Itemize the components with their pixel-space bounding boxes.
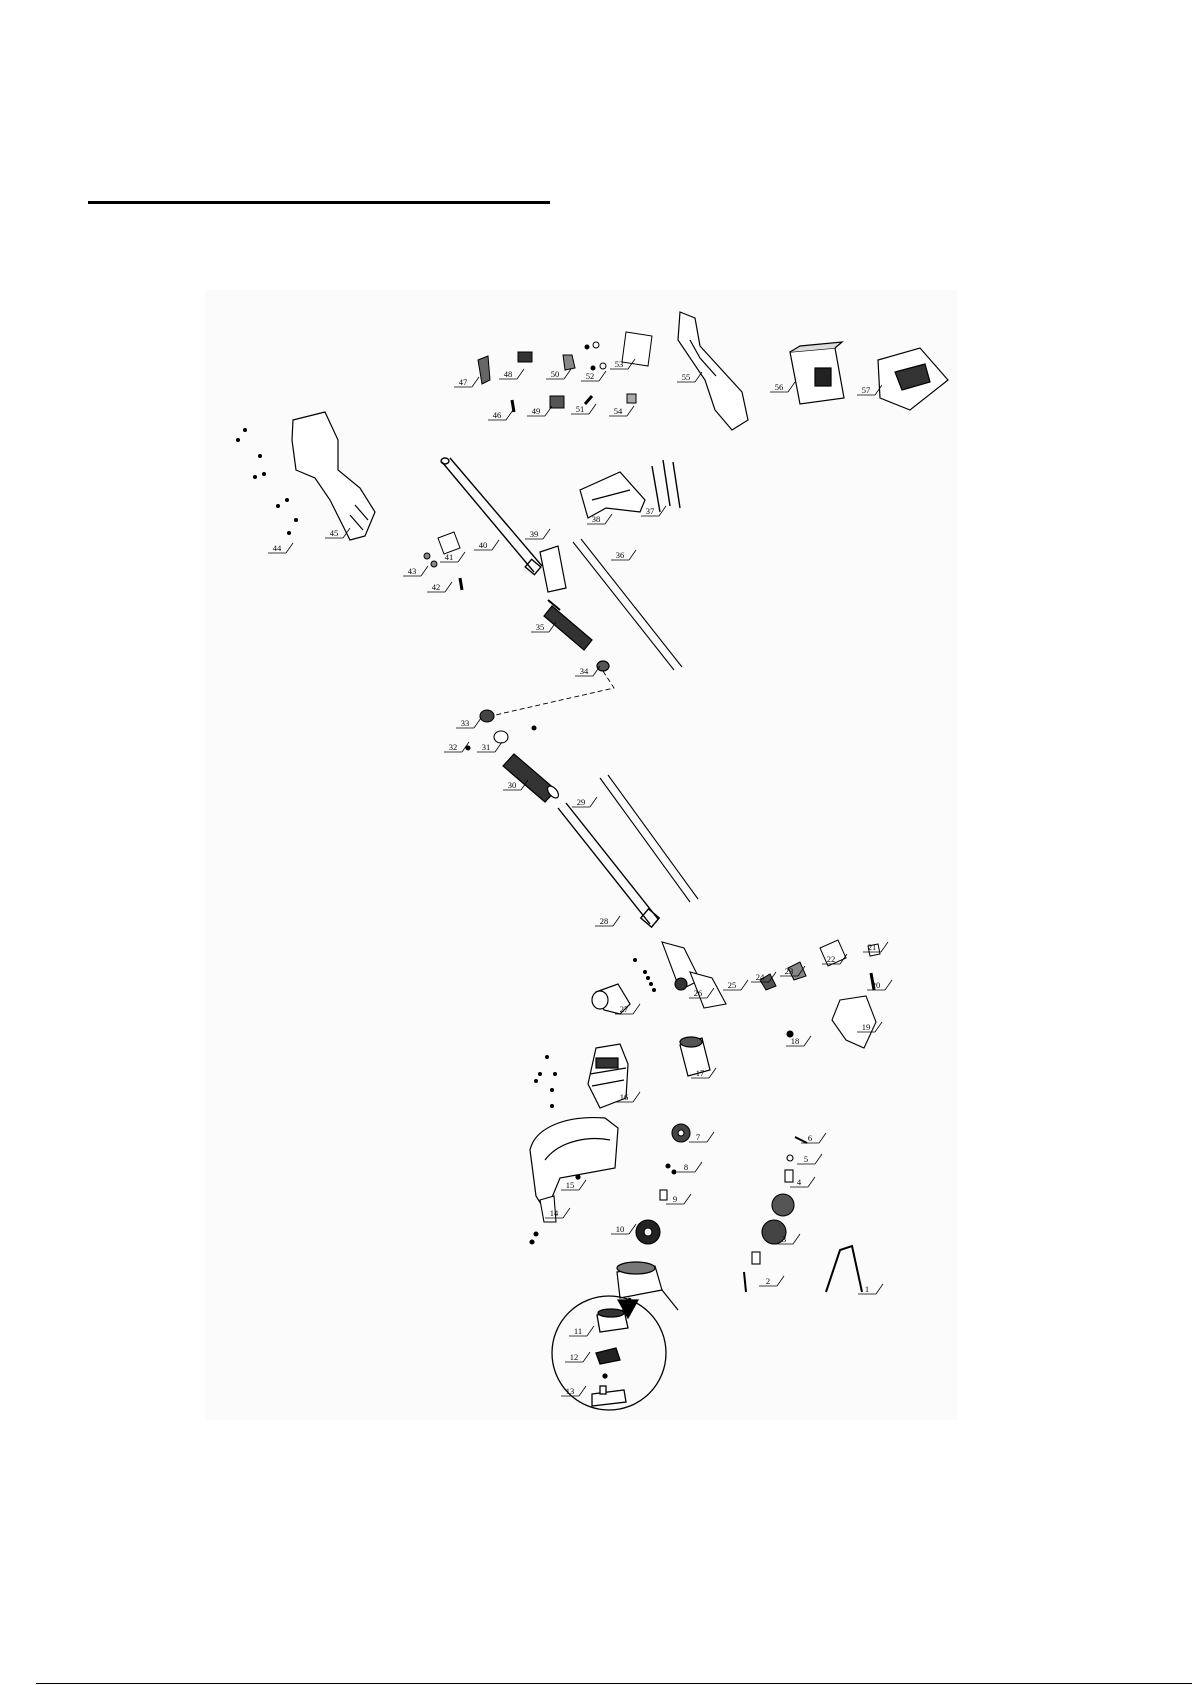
part-number: 11	[574, 1326, 582, 1336]
part-number: 32	[449, 742, 458, 752]
part-number: 6	[808, 1133, 812, 1143]
part-number: 49	[532, 406, 541, 416]
part-number: 44	[273, 543, 282, 553]
part-number: 40	[479, 540, 488, 550]
part-number: 8	[684, 1162, 688, 1172]
part-number: 2	[766, 1276, 770, 1286]
part-number: 15	[566, 1180, 575, 1190]
part-number: 20	[872, 980, 881, 990]
part-number: 18	[791, 1036, 800, 1046]
exploded-parts-diagram: 1234567891011121314151617181920212223242…	[205, 290, 957, 1420]
part-number: 27	[620, 1004, 629, 1014]
part-number: 31	[482, 742, 491, 752]
part-number: 22	[827, 954, 836, 964]
part-number: 19	[862, 1022, 871, 1032]
page-footer-rule	[36, 1683, 1192, 1684]
part-number: 21	[868, 942, 877, 952]
part-number: 55	[682, 372, 691, 382]
battery-pack	[790, 342, 844, 404]
part-number: 17	[696, 1068, 705, 1078]
part-number: 39	[530, 529, 539, 539]
part-number: 26	[694, 988, 703, 998]
part-number: 12	[570, 1352, 579, 1362]
part-number: 37	[646, 506, 655, 516]
part-number: 47	[459, 377, 468, 387]
part-number: 7	[696, 1132, 700, 1142]
part-number: 35	[536, 622, 545, 632]
part-number: 14	[550, 1208, 559, 1218]
part-number: 29	[577, 797, 586, 807]
part-number: 51	[576, 404, 585, 414]
part-number: 50	[551, 369, 560, 379]
part-number: 9	[673, 1194, 677, 1204]
part-number: 36	[616, 550, 625, 560]
part-number: 30	[508, 780, 517, 790]
part-number: 43	[408, 566, 417, 576]
part-number: 38	[592, 514, 601, 524]
part-number: 16	[620, 1092, 629, 1102]
part-number: 56	[775, 382, 784, 392]
part-number: 23	[785, 966, 794, 976]
part-number: 41	[445, 552, 454, 562]
part-number: 42	[432, 582, 441, 592]
part-number: 33	[461, 718, 470, 728]
part-number: 54	[614, 406, 623, 416]
part-number: 46	[493, 410, 502, 420]
part-number: 13	[566, 1386, 575, 1396]
part-number: 34	[580, 666, 589, 676]
part-number: 45	[330, 528, 339, 538]
part-number: 3	[782, 1234, 786, 1244]
part-number: 52	[586, 371, 595, 381]
part-number: 1	[865, 1284, 869, 1294]
part-number: 48	[504, 369, 513, 379]
part-number: 25	[728, 980, 737, 990]
section-title-underline	[88, 201, 550, 204]
part-number: 24	[756, 972, 765, 982]
part-number: 5	[804, 1154, 808, 1164]
part-number: 53	[615, 359, 624, 369]
part-number: 57	[862, 385, 871, 395]
part-number: 28	[600, 916, 609, 926]
part-number: 10	[616, 1224, 625, 1234]
